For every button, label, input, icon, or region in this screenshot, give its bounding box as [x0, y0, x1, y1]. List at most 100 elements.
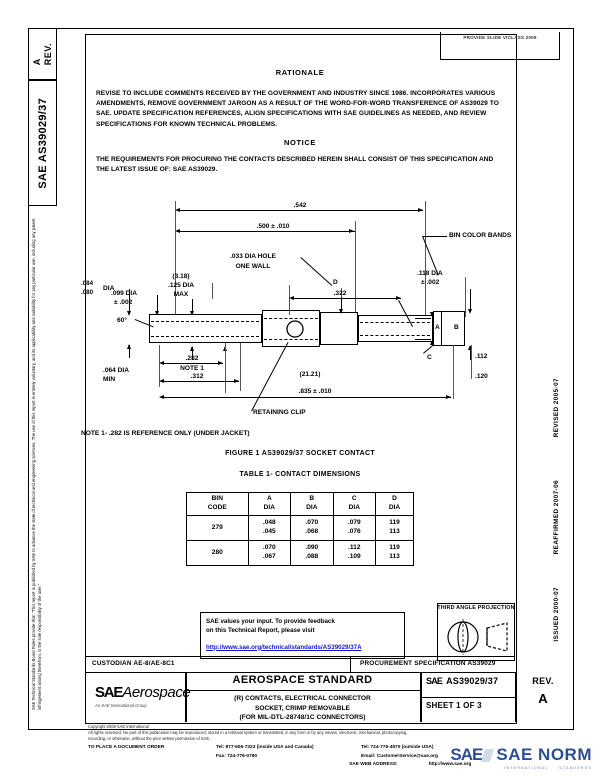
date-reaffirmed: REAFFIRMED 2007-06: [552, 480, 560, 555]
hole-circle-icon: [286, 320, 304, 338]
table-row: 280 .070 .067 .090 .088 .112 .109 119 11…: [186, 540, 414, 566]
sae-mark-small: SAE: [426, 676, 443, 686]
sae-group-subtitle: An SAE International Group: [95, 703, 147, 708]
document-number-side: SAE AS39029/37: [36, 97, 49, 189]
label-retaining-clip: RETAINING CLIP: [253, 409, 306, 416]
custodian-text: CUSTODIAN AE-8/AE-8C1: [92, 660, 175, 667]
title-block-divider-3: [515, 672, 517, 722]
callout-A: A: [435, 324, 440, 331]
dim-metric-318: (3.18): [172, 273, 190, 280]
third-angle-projection-symbol-icon: [447, 619, 508, 655]
date-revised: REVISED 2005-07: [552, 377, 560, 438]
sheet-number: SHEET 1 OF 3: [426, 701, 482, 710]
col-b-dia: B DIA: [290, 492, 334, 516]
date-issued: ISSUED 2000-07: [552, 586, 560, 642]
legal-disclaimer-vertical: SAE Technical Standards Board Rules prov…: [31, 210, 55, 710]
dim-064-dia: .064 DIA: [103, 367, 130, 374]
title-block: [85, 672, 515, 722]
contact-drawing: .542 .500 ± .010 .033 DIA HOLE ONE WALL …: [81, 185, 515, 445]
web-label: SAE WEB ADDRESS:: [349, 761, 398, 767]
drawing-note-1: NOTE 1- .282 IS REFERENCE ONLY (UNDER JA…: [81, 430, 250, 437]
copyright-line-1: Copyright 2008 SAE International: [88, 724, 149, 729]
copyright-line-2: All rights reserved. No part of this pub…: [88, 730, 408, 736]
order-fax: Fax: 724-776-0790: [216, 753, 258, 759]
watermark-mark: SAE: [450, 745, 483, 764]
dim-080: .080: [81, 289, 94, 296]
document-number: AS39029/37: [446, 676, 499, 686]
subtitle-line-1: (R) CONTACTS, ELECTRICAL CONNECTOR: [234, 695, 371, 702]
subtitle-line-2: SOCKET, CRIMP REMOVABLE: [254, 704, 350, 712]
label-033-dia-hole: .033 DIA HOLE: [230, 253, 276, 260]
watermark-sub-left: INTERNATIONAL: [504, 766, 549, 770]
dim-099-dia: .099 DIA: [111, 290, 138, 297]
web-address: http://www.sae.org: [428, 761, 472, 767]
revision-cell-value: A: [538, 691, 548, 706]
label-bin-color-bands: BIN COLOR BANDS: [449, 232, 512, 239]
table-caption: TABLE 1- CONTACT DIMENSIONS: [239, 471, 361, 478]
callout-C: C: [427, 354, 432, 361]
aerospace-wordmark: Aerospace: [122, 684, 191, 701]
copyright-block: Copyright 2008 SAE International All rig…: [88, 724, 508, 769]
feedback-line-1: SAE values your input. To provide feedba…: [206, 618, 335, 625]
aerospace-standard-title: AEROSPACE STANDARD: [232, 674, 373, 686]
order-label: TO PLACE A DOCUMENT ORDER: [88, 745, 165, 751]
order-tel-intl: Tel: 724-776-4970 (outside USA): [361, 745, 434, 751]
cell-a-280: .070 .067: [247, 540, 292, 566]
feedback-line-2: on this Technical Report, please visit: [206, 627, 315, 635]
sae-aerospace-logo: SAEAerospace An SAE International Group: [95, 684, 191, 708]
dim-542: .542: [293, 202, 307, 209]
rationale-body: REVISE TO INCLUDE COMMENTS RECEIVED BY T…: [96, 90, 499, 128]
dim-note1-ref: NOTE 1: [180, 365, 204, 372]
document-number-box: SAE AS39029/37: [28, 80, 57, 206]
revision-label: REV.: [43, 42, 53, 66]
callout-D: D: [333, 279, 338, 286]
subtitle-line-3: (FOR MIL-DTL-28748/1C CONNECTORS): [239, 714, 366, 722]
dim-125-max: MAX: [173, 291, 189, 298]
dim-500: .500 ± .010: [256, 223, 290, 230]
dim-118-tol: ± .002: [421, 279, 440, 286]
title-block-hline: [185, 690, 420, 692]
label-one-wall: ONE WALL: [235, 263, 271, 270]
dim-120: .120: [475, 373, 488, 380]
cell-bin-280: 280: [186, 540, 249, 566]
document-number-block: SAE AS39029/37: [426, 676, 510, 686]
dim-064-min: MIN: [103, 376, 116, 383]
title-block-right-hline: [420, 697, 515, 699]
cell-b-280: .090 .088: [290, 540, 334, 566]
revision-cell-label: REV.: [532, 676, 554, 686]
watermark-name: SAE NORM: [496, 745, 592, 764]
col-d-dia: D DIA: [375, 492, 414, 516]
copyright-line-3: recording, or otherwise, without the pri…: [88, 736, 211, 742]
table-header-row: BIN CODE A DIA B DIA C DIA D DIA: [186, 492, 414, 516]
custodian-divider: [85, 656, 515, 657]
dim-metric-2121: (21.21): [299, 371, 321, 378]
col-bin-code: BIN CODE: [186, 492, 249, 516]
cell-d-279: 119 113: [375, 515, 414, 541]
aerospace-standard-subtitle: (R) CONTACTS, ELECTRICAL CONNECTOR SOCKE…: [185, 694, 420, 723]
watermark-slash-icon: [481, 749, 495, 762]
legal-disclaimer-text: SAE Technical Standards Board Rules prov…: [31, 218, 42, 710]
dim-312: .312: [190, 373, 204, 380]
dim-084: .084: [81, 280, 94, 287]
dim-322: .322: [333, 290, 347, 297]
header-note-box: PROVIDE SLIDE VICLASS 2009: [440, 32, 560, 60]
feedback-link[interactable]: http://www.sae.org/technical/standards/A…: [206, 643, 362, 651]
procurement-spec-text: PROCUREMENT SPECIFICATION AS39029: [360, 660, 496, 667]
feedback-box: SAE values your input. To provide feedba…: [200, 612, 405, 659]
callout-B: B: [454, 324, 459, 331]
custodian-vertical-divider: [350, 656, 351, 672]
rationale-title: RATIONALE: [275, 68, 325, 77]
contact-dimensions-table: BIN CODE A DIA B DIA C DIA D DIA 279: [186, 492, 414, 566]
revision-box: REV. A: [28, 28, 57, 80]
cell-a-279: .048 .045: [247, 515, 292, 541]
table-row: 279 .048 .045 .070 .068 .079 .076 119 11…: [186, 515, 414, 541]
dim-099-tol: ± .002: [114, 299, 133, 306]
cell-bin-279: 279: [186, 515, 249, 541]
dim-282: .282: [185, 355, 199, 362]
cell-c-279: .079 .076: [332, 515, 377, 541]
revision-value: A: [32, 58, 42, 66]
dim-112: .112: [475, 353, 488, 360]
dim-118-dia: .118 DIA: [417, 270, 443, 277]
